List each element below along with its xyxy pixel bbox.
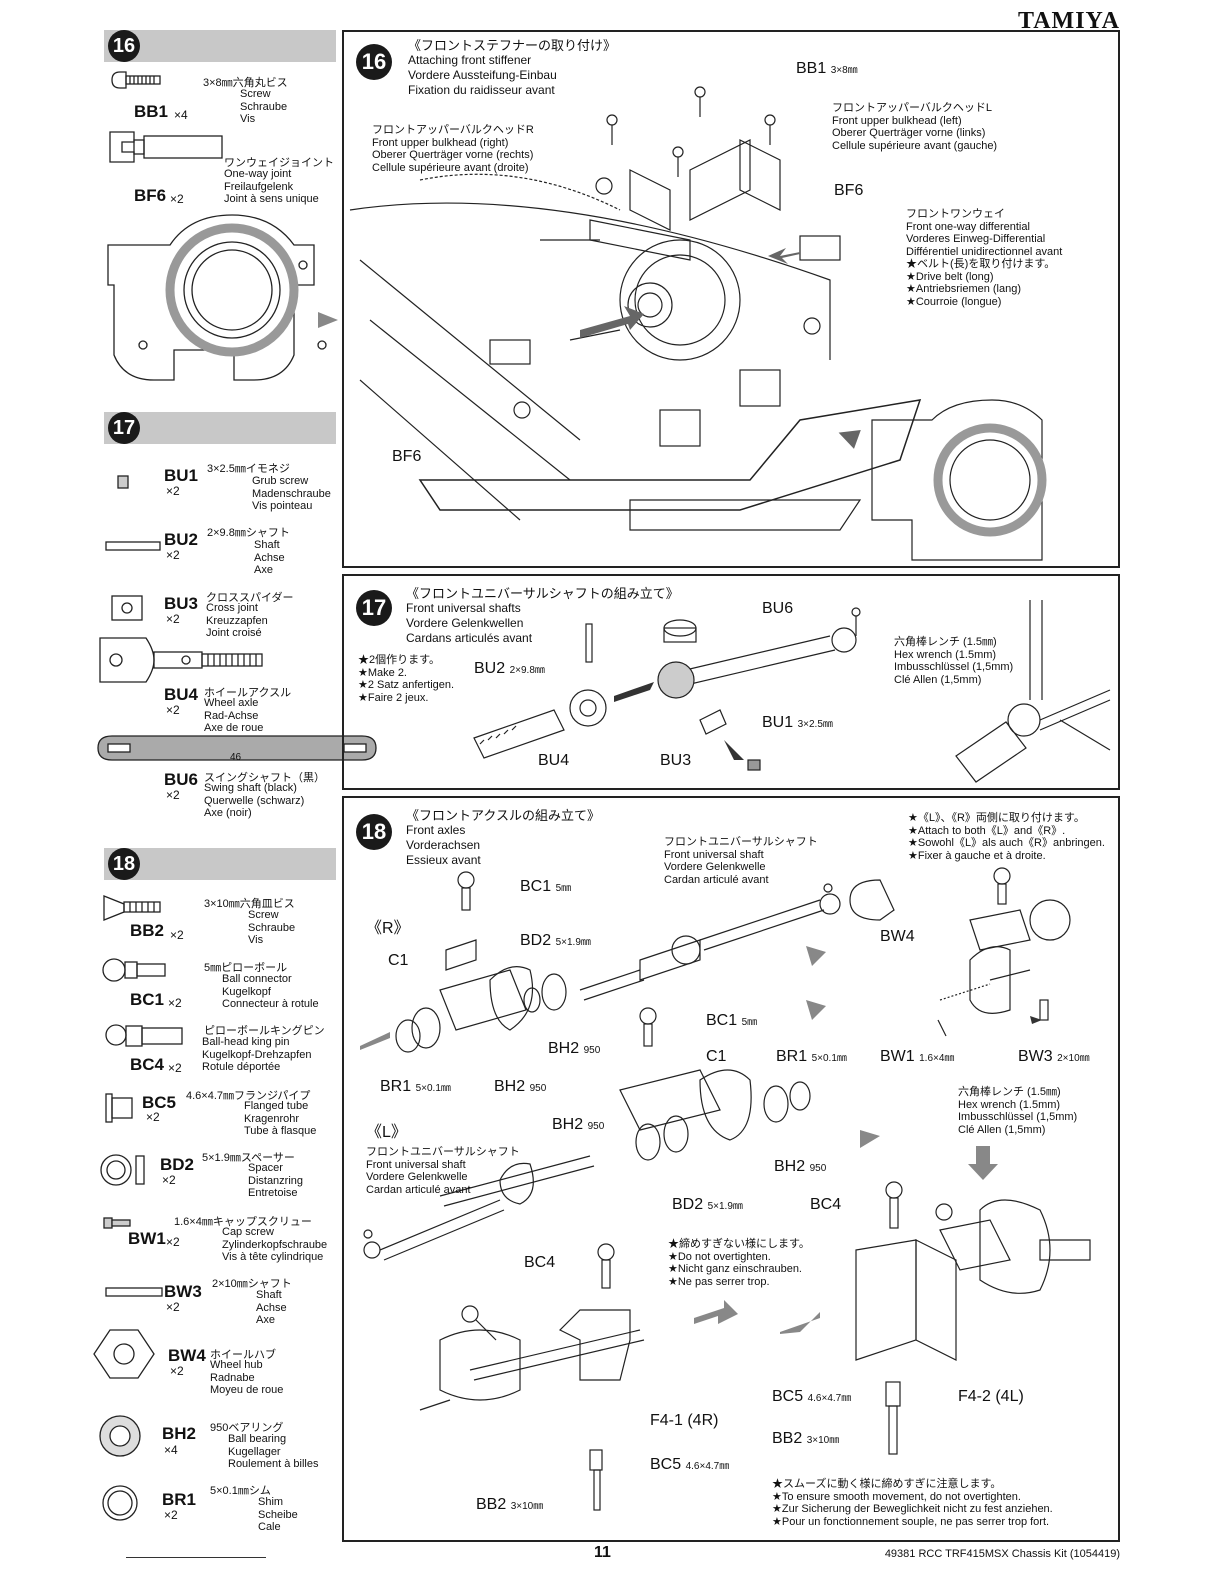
- s18-bb2-label-b: BB2 3×10㎜: [772, 1430, 840, 1447]
- step17-number: 17: [356, 590, 392, 626]
- s18-bb2-label-a: BB2 3×10㎜: [476, 1496, 544, 1513]
- s17-bu4-label: BU4: [538, 752, 570, 769]
- s17-bu6-label: BU6: [762, 600, 794, 617]
- step16-number: 16: [356, 44, 392, 80]
- step17-assembly-drawing: [473, 600, 1111, 783]
- s16-bf6-label-b: BF6: [392, 448, 422, 465]
- s16-bb1-label: BB1 3×8㎜: [796, 60, 858, 77]
- sidebar-header-16: [104, 30, 336, 62]
- bw3-shaft-icon: [105, 1287, 163, 1297]
- s17-bu1-label: BU1 3×2.5㎜: [762, 714, 833, 731]
- bu2-shaft-icon: [105, 541, 161, 551]
- s17-hex-wrench-note: 六角棒レンチ (1.5㎜)Hex wrench (1.5mm)Imbusschl…: [894, 636, 1014, 686]
- s17-bu2-label: BU2 2×9.8㎜: [474, 660, 545, 677]
- s18-bw3-label: BW3 2×10㎜: [1018, 1048, 1090, 1065]
- page-number: 11: [594, 1544, 611, 1561]
- bu4-axle-icon: [99, 637, 263, 683]
- s18-bh2-label-b: BH2 950: [494, 1078, 547, 1095]
- s18-bh2-label-c: BH2 950: [552, 1116, 605, 1133]
- s18-f41-label: F4-1 (4R): [650, 1412, 719, 1429]
- s17-bu3-label: BU3: [660, 752, 692, 769]
- sidebar-header-18: [104, 848, 336, 880]
- footer-rule: [126, 1557, 266, 1558]
- bc5-tube-icon: [105, 1093, 133, 1123]
- bu3-cross-icon: [111, 595, 143, 621]
- s18-bd2b-label: BD2 5×1.9㎜: [672, 1196, 743, 1213]
- bb2-screw-icon: [103, 895, 161, 921]
- s18-f42-label: F4-2 (4L): [958, 1388, 1024, 1405]
- front-stiffener-icon: [107, 214, 327, 381]
- bd2-spacer-icon: [100, 1154, 145, 1186]
- s18-smooth-note: ★スムーズに動く様に締めすぎに注意します。★To ensure smooth m…: [772, 1478, 1053, 1528]
- s18-bh2-label-a: BH2 950: [548, 1040, 601, 1057]
- step18-title: 《フロントアクスルの組み立て》 Front axles Vorderachsen…: [406, 808, 600, 867]
- s18-bc5-label-a: BC5 4.6×4.7㎜: [650, 1456, 730, 1473]
- s18-l-mark: 《L》: [366, 1124, 407, 1141]
- bh2-bearing-icon: [99, 1415, 141, 1457]
- s18-bd2-label: BD2 5×1.9㎜: [520, 932, 591, 949]
- s18-br1-label-b: BR1 5×0.1㎜: [776, 1048, 847, 1065]
- brand-logo: TAMIYA: [1017, 8, 1120, 34]
- s18-no-overtighten-note: ★締めすぎない様にします。★Do not overtighten.★Nicht …: [668, 1238, 810, 1288]
- kit-label: 49381 RCC TRF415MSX Chassis Kit (1054419…: [884, 1548, 1120, 1560]
- step17-title: 《フロントユニバーサルシャフトの組み立て》 Front universal sh…: [406, 586, 679, 645]
- s18-c1-label: C1: [388, 952, 409, 969]
- s17-make2-note: ★2個作ります。★Make 2.★2 Satz anfertigen.★Fair…: [358, 654, 455, 704]
- bu6-shaft-icon: [97, 735, 377, 761]
- step18-number: 18: [356, 814, 392, 850]
- sidebar-step-18: 18: [108, 848, 140, 880]
- s18-bc1b-label: BC1 5㎜: [706, 1012, 758, 1029]
- bc4-kingpin-icon: [105, 1024, 183, 1047]
- step17-panel: [342, 574, 1120, 790]
- s18-br1-label-a: BR1 5×0.1㎜: [380, 1078, 451, 1095]
- step16-panel: [342, 30, 1120, 568]
- s18-c1b-label: C1: [706, 1048, 727, 1065]
- bb1-screw-icon: [111, 71, 161, 89]
- s18-hex-wrench-note: 六角棒レンチ (1.5㎜)Hex wrench (1.5mm)Imbusschl…: [958, 1086, 1078, 1136]
- bw4-hub-icon: [93, 1329, 155, 1379]
- bc1-ball-icon: [102, 958, 166, 982]
- s18-bc1-label: BC1 5㎜: [520, 878, 572, 895]
- br1-shim-icon: [102, 1485, 138, 1521]
- s16-bf6-label-a: BF6: [834, 182, 864, 199]
- bu1-grub-icon: [117, 475, 129, 489]
- s18-bc4-label-b: BC4: [810, 1196, 842, 1213]
- s18-attach-note: ★《L》、《R》両側に取り付けます。★Attach to both《L》and《…: [908, 812, 1105, 862]
- step16-title: 《フロントステフナーの取り付け》 Attaching front stiffen…: [408, 38, 617, 97]
- step18-assembly-drawing: [363, 867, 1091, 1511]
- s18-bw4-label: BW4: [880, 928, 915, 945]
- s18-bh2-label-d: BH2 950: [774, 1158, 827, 1175]
- bf6-joint-icon: [109, 131, 223, 163]
- s18-bc5-label-b: BC5 4.6×4.7㎜: [772, 1388, 852, 1405]
- step18-panel: [342, 796, 1120, 1542]
- s18-bw1-label: BW1 1.6×4㎜: [880, 1048, 955, 1065]
- s18-r-mark: 《R》: [366, 920, 410, 937]
- sidebar-header-17: [104, 412, 336, 444]
- sidebar-step-17: 17: [108, 412, 140, 444]
- sidebar-step-16: 16: [108, 30, 140, 62]
- s18-bc4-label-a: BC4: [524, 1254, 556, 1271]
- bw1-screw-icon: [103, 1217, 131, 1229]
- step16-assembly-drawing: [349, 86, 1047, 561]
